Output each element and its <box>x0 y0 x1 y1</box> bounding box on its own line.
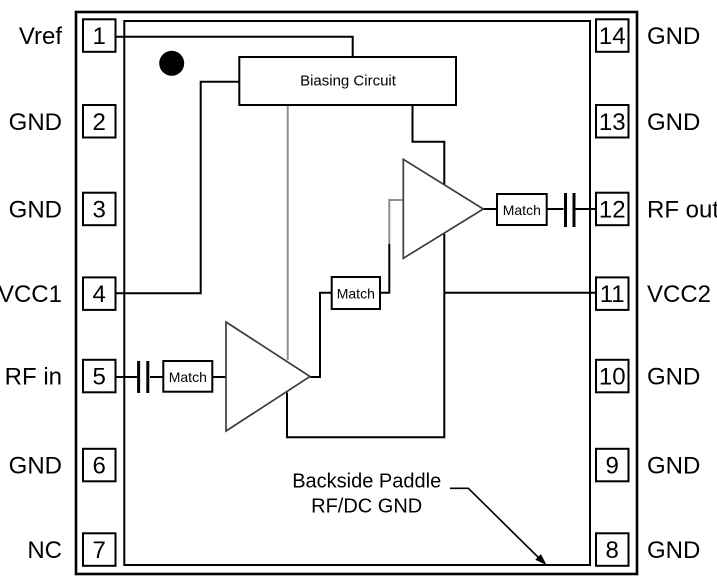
backside-paddle-label-line2: RF/DC GND <box>311 496 422 518</box>
input-match-box <box>162 360 214 393</box>
pin-4: 4 VCC1 <box>0 276 117 311</box>
pin-label-vcc1: VCC1 <box>0 281 62 308</box>
pin-label-vref: Vref <box>19 23 62 50</box>
pin-box-8 <box>595 532 630 567</box>
package-outline <box>74 10 639 576</box>
pin-box-12 <box>595 191 630 227</box>
pin-number-2: 2 <box>93 109 106 136</box>
input-match-label: Match <box>169 369 207 385</box>
pin-label-gnd-14: GND <box>647 23 700 50</box>
pin-number-5: 5 <box>93 364 106 391</box>
pin-box-3 <box>82 191 117 227</box>
pin-5: 5 RF in <box>5 358 117 394</box>
backside-paddle-label-line1: Backside Paddle <box>292 471 441 493</box>
pin-label-gnd-6: GND <box>9 453 62 480</box>
output-match-box <box>496 193 548 226</box>
pin-label-gnd-10: GND <box>647 364 700 391</box>
pin-1: 1 Vref <box>19 18 117 53</box>
pin-label-gnd-2: GND <box>9 109 62 136</box>
amplifier1-triangle <box>225 320 312 433</box>
pin-label-vcc2: VCC2 <box>647 281 711 308</box>
pin-box-13 <box>595 104 630 139</box>
biasing-circuit-box <box>238 56 457 106</box>
wire-biasing-to-amp2 <box>411 105 446 185</box>
wire-interstage-match-riser <box>380 244 391 294</box>
pin-box-5 <box>82 358 117 394</box>
pin-number-3: 3 <box>93 197 106 224</box>
pin-number-12: 12 <box>599 197 626 224</box>
pin-6: 6 GND <box>9 447 117 483</box>
pin-number-13: 13 <box>599 109 626 136</box>
pin-number-10: 10 <box>599 364 626 391</box>
pin-box-14 <box>595 18 630 53</box>
biasing-circuit-label: Biasing Circuit <box>300 73 397 90</box>
pin-13: 13 GND <box>595 104 700 139</box>
pin-11: 11 VCC2 <box>595 276 711 311</box>
output-match-block: Match <box>496 193 548 226</box>
wire-amp1-to-interstage-match <box>310 291 332 378</box>
interstage-match-block: Match <box>330 276 382 310</box>
wire-pin4-to-biasing <box>115 80 240 295</box>
pin-number-7: 7 <box>93 537 106 564</box>
pin-box-4 <box>82 276 117 311</box>
pin-label-gnd-13: GND <box>647 109 700 136</box>
pin-8: 8 GND <box>595 532 700 567</box>
pin-number-11: 11 <box>600 281 625 308</box>
pin-number-9: 9 <box>606 453 619 480</box>
pin-14: 14 GND <box>595 18 700 53</box>
pin-label-gnd-3: GND <box>9 197 62 224</box>
output-match-label: Match <box>503 202 541 218</box>
amplifier2-triangle <box>402 157 485 260</box>
output-coupling-capacitor <box>564 193 576 227</box>
pin-box-2 <box>82 104 117 139</box>
pin-box-10 <box>595 358 630 394</box>
pin-label-gnd-8: GND <box>647 537 700 564</box>
pin-12: 12 RF out <box>595 191 717 227</box>
pin-box-9 <box>595 447 630 483</box>
wire-interstage-match-to-amp2 <box>388 199 404 244</box>
wire-amp1-amp2-return-loop <box>286 233 446 439</box>
pin-number-1: 1 <box>93 23 106 50</box>
pin-box-6 <box>82 447 117 483</box>
input-coupling-capacitor <box>137 361 150 393</box>
pin-3: 3 GND <box>9 191 117 227</box>
leader-line <box>450 487 543 562</box>
pin-number-14: 14 <box>599 23 626 50</box>
pin-number-8: 8 <box>606 537 619 564</box>
pin-9: 9 GND <box>595 447 700 483</box>
pin-number-6: 6 <box>93 453 106 480</box>
biasing-circuit-block: Biasing Circuit <box>238 56 457 106</box>
interstage-match-box <box>330 276 382 310</box>
pin1-marker-dot <box>159 50 185 76</box>
pin-label-rf-out: RF out <box>647 197 717 224</box>
wire-pin1-to-biasing <box>116 35 354 57</box>
pin-box-7 <box>82 532 117 567</box>
backside-paddle-annotation: Backside Paddle RF/DC GND <box>292 471 547 566</box>
pin-label-gnd-9: GND <box>647 453 700 480</box>
pin-2: 2 GND <box>9 104 117 139</box>
leader-arrowhead-icon <box>535 554 547 566</box>
pin-10: 10 GND <box>595 358 700 394</box>
input-match-block: Match <box>162 360 214 393</box>
pin-box-1 <box>82 18 117 53</box>
interstage-match-label: Match <box>337 285 375 301</box>
pin-label-nc: NC <box>27 537 62 564</box>
pin-box-11 <box>595 276 630 311</box>
pin-number-4: 4 <box>93 281 106 308</box>
pin-label-rf-in: RF in <box>5 364 62 391</box>
pin-7: 7 NC <box>27 532 117 567</box>
